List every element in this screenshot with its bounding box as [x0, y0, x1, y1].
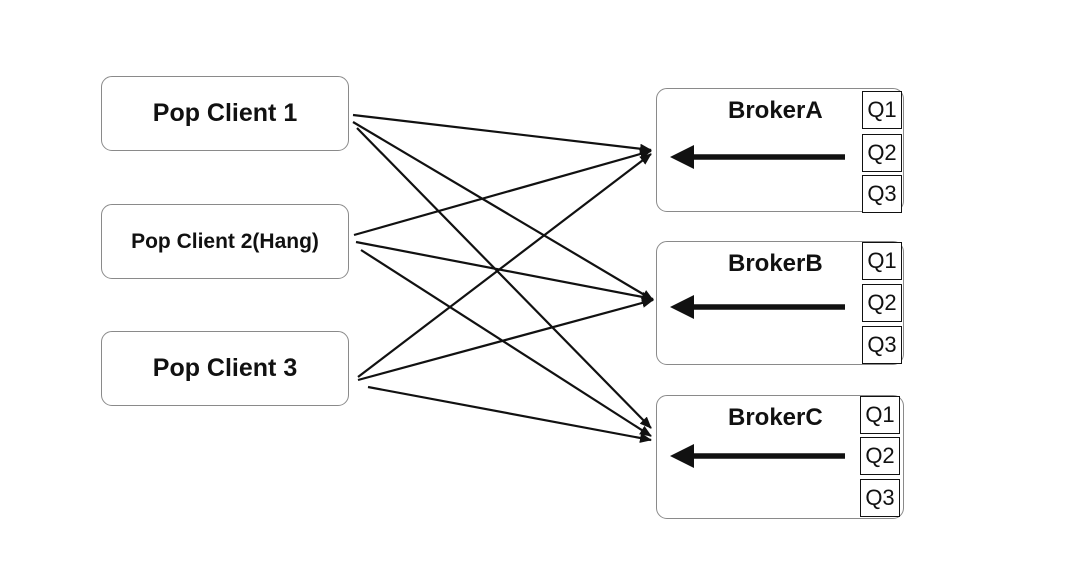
broker-a-title: BrokerA [728, 97, 823, 124]
pop-client-1-label: Pop Client 1 [152, 99, 298, 127]
edge-client2-to-broker-b [355, 240, 654, 302]
broker-c-inner-arrow [670, 444, 845, 468]
edge-client3-to-broker-a [357, 153, 652, 378]
broker-a-inner-arrow [670, 145, 845, 169]
edge-client1-to-broker-c [356, 127, 652, 429]
broker-c-queue-2: Q2 [860, 437, 900, 475]
broker-c-queue-3: Q3 [860, 479, 900, 517]
edge-client3-to-broker-b [357, 298, 654, 382]
pop-client-1-box: Pop Client 1 [101, 76, 349, 151]
pop-client-2-box: Pop Client 2(Hang) [101, 204, 349, 279]
broker-c-title: BrokerC [728, 404, 823, 431]
edge-client1-to-broker-a [352, 113, 652, 154]
broker-c-queue-1: Q1 [860, 396, 900, 434]
edge-client3-to-broker-c [367, 385, 652, 443]
broker-b-title: BrokerB [728, 250, 823, 277]
pop-client-3-box: Pop Client 3 [101, 331, 349, 406]
broker-b-inner-arrow [670, 295, 845, 319]
edge-client2-to-broker-c [360, 249, 652, 437]
edge-client2-to-broker-a [353, 149, 652, 237]
pop-client-3-label: Pop Client 3 [152, 354, 298, 382]
broker-b-queue-3: Q3 [862, 326, 902, 364]
broker-a-queue-2: Q2 [862, 134, 902, 172]
broker-a-queue-3: Q3 [862, 175, 902, 213]
broker-a-queue-1: Q1 [862, 91, 902, 129]
edge-client1-to-broker-b [352, 121, 654, 301]
broker-b-queue-1: Q1 [862, 242, 902, 280]
pop-client-2-label: Pop Client 2(Hang) [131, 229, 319, 253]
broker-b-queue-2: Q2 [862, 284, 902, 322]
